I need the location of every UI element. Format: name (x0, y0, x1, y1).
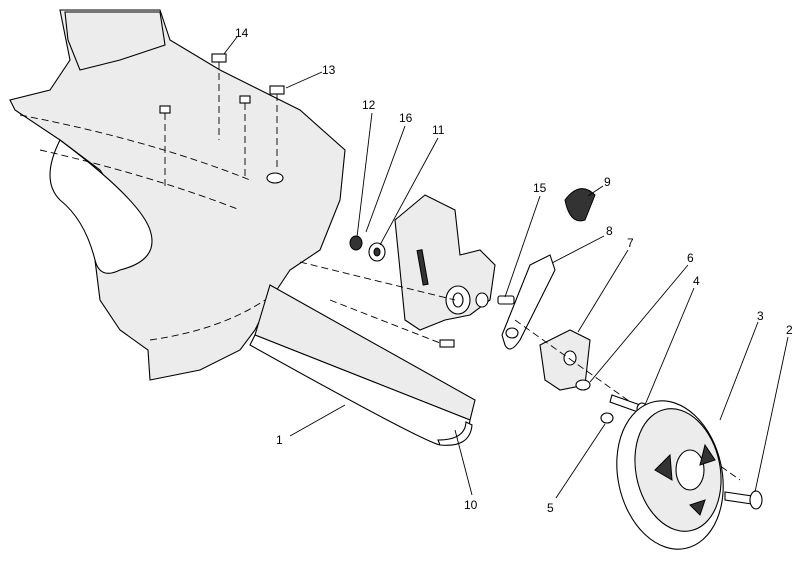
callout-9: 9 (604, 175, 611, 189)
callout-11: 11 (432, 123, 445, 137)
callout-5: 5 (547, 501, 554, 515)
axle-hardware (299, 235, 515, 348)
callout-16: 16 (399, 111, 413, 125)
callout-3: 3 (757, 309, 764, 323)
callout-2: 2 (786, 323, 793, 337)
callout-4: 4 (693, 274, 700, 288)
callout-labels: 1 2 3 4 5 6 7 8 9 10 11 12 13 14 15 16 (235, 26, 793, 515)
callout-8: 8 (606, 224, 613, 238)
callout-13: 13 (322, 63, 336, 77)
axle-bolt (724, 490, 763, 510)
callout-15: 15 (533, 181, 547, 195)
mower-deck (9, 9, 346, 381)
callout-14: 14 (235, 26, 249, 40)
height-adjust-lever (501, 254, 556, 350)
rear-flap (249, 284, 476, 446)
callout-6: 6 (687, 251, 694, 265)
wheel (616, 400, 724, 550)
callout-12: 12 (362, 98, 376, 112)
callout-1: 1 (276, 433, 283, 447)
callout-10: 10 (464, 498, 478, 512)
height-adjust-plate (394, 194, 496, 331)
callout-7: 7 (627, 236, 634, 250)
spring (564, 188, 596, 222)
leader-lines (223, 36, 789, 499)
carriage-bolts (159, 53, 285, 190)
